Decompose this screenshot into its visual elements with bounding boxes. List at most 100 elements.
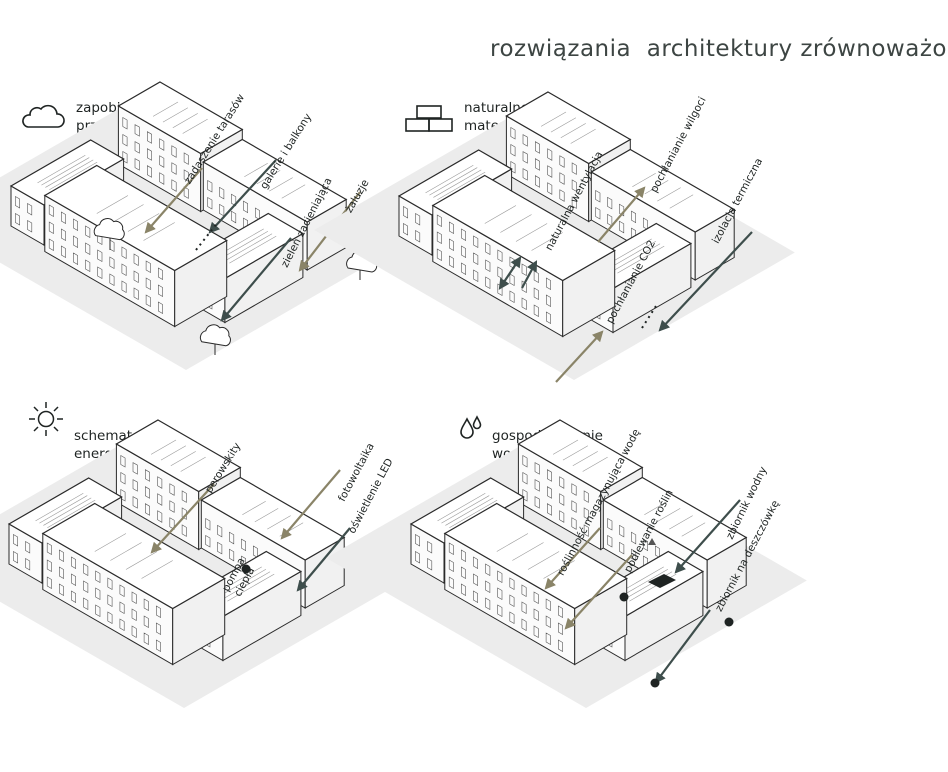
window bbox=[171, 162, 177, 175]
window bbox=[522, 454, 528, 468]
roof-panel-line bbox=[582, 456, 608, 472]
equipment-dot bbox=[724, 617, 734, 627]
window bbox=[132, 462, 138, 475]
roof-panel-line bbox=[254, 508, 279, 523]
window bbox=[448, 221, 454, 235]
window bbox=[15, 195, 21, 209]
window bbox=[533, 625, 539, 639]
roof-panel-line bbox=[112, 204, 144, 223]
window bbox=[509, 594, 515, 608]
window bbox=[510, 143, 516, 157]
sun-icon bbox=[29, 402, 63, 436]
roof-panel-line bbox=[37, 155, 86, 184]
roof-panel-line bbox=[41, 157, 90, 186]
window bbox=[485, 242, 491, 256]
window bbox=[145, 294, 151, 308]
window bbox=[473, 235, 479, 249]
window bbox=[205, 534, 211, 548]
tree-icon bbox=[93, 218, 125, 250]
window bbox=[120, 454, 126, 468]
window bbox=[60, 211, 66, 225]
window bbox=[83, 580, 89, 594]
bricks-icon bbox=[405, 105, 453, 132]
window bbox=[207, 196, 213, 210]
window bbox=[415, 533, 421, 547]
window bbox=[415, 229, 421, 243]
building-block bbox=[41, 502, 226, 666]
window bbox=[509, 611, 515, 625]
roof-panel-line bbox=[180, 456, 206, 472]
roof-panel-line bbox=[613, 243, 661, 271]
roof-panel-line bbox=[608, 241, 657, 269]
co2-dotted-line bbox=[641, 305, 657, 329]
window bbox=[509, 577, 515, 591]
window bbox=[58, 583, 64, 597]
window bbox=[159, 138, 165, 151]
window bbox=[95, 587, 101, 601]
window bbox=[533, 591, 539, 605]
window bbox=[607, 196, 613, 210]
window bbox=[83, 597, 89, 611]
window bbox=[460, 566, 466, 580]
building-block bbox=[431, 174, 616, 338]
window bbox=[559, 155, 565, 168]
window bbox=[595, 189, 601, 203]
window bbox=[120, 488, 126, 502]
window bbox=[83, 563, 89, 577]
window bbox=[48, 204, 54, 218]
window bbox=[121, 280, 127, 294]
roof-panel-line bbox=[218, 569, 267, 597]
roof-panel-line bbox=[244, 162, 268, 177]
building-roof bbox=[590, 148, 736, 233]
window bbox=[133, 287, 139, 301]
window bbox=[415, 550, 421, 564]
window bbox=[121, 263, 127, 277]
window bbox=[473, 252, 479, 266]
window bbox=[85, 225, 91, 239]
annotation-arrow-dark bbox=[654, 609, 711, 684]
window bbox=[583, 507, 589, 520]
window bbox=[583, 490, 589, 503]
roof-panel-line bbox=[47, 499, 96, 528]
building-roof bbox=[117, 81, 244, 155]
roof-panel-line bbox=[94, 533, 127, 552]
roof-panel-line bbox=[437, 493, 486, 522]
roof-panel-line bbox=[429, 167, 478, 196]
roof-panel-line bbox=[225, 233, 273, 261]
window bbox=[158, 301, 163, 315]
window bbox=[73, 235, 78, 249]
window bbox=[171, 145, 177, 158]
annotation-arrow-dark bbox=[296, 527, 351, 592]
window bbox=[13, 550, 19, 564]
window bbox=[497, 587, 503, 601]
window bbox=[595, 206, 601, 220]
window bbox=[156, 639, 161, 653]
window bbox=[607, 517, 613, 531]
roof-panel-line bbox=[170, 451, 196, 467]
window bbox=[510, 160, 516, 174]
roof-panel-line bbox=[267, 515, 291, 530]
window bbox=[485, 276, 491, 290]
annotation-arrow-dark bbox=[208, 159, 277, 234]
roof-panel-line bbox=[269, 177, 293, 192]
window bbox=[534, 479, 540, 492]
roof-panel-line bbox=[512, 542, 544, 561]
window bbox=[97, 249, 103, 263]
window bbox=[545, 598, 551, 612]
window bbox=[522, 168, 528, 181]
window bbox=[485, 259, 491, 273]
roof-panel-line bbox=[141, 560, 173, 579]
window bbox=[169, 500, 175, 513]
roof-panel-line bbox=[632, 172, 656, 187]
window bbox=[461, 262, 467, 276]
window bbox=[522, 471, 528, 485]
roof-panel-line bbox=[669, 194, 694, 209]
window bbox=[95, 604, 101, 618]
window bbox=[571, 162, 577, 175]
window bbox=[583, 524, 589, 537]
window bbox=[473, 269, 479, 283]
window bbox=[143, 615, 149, 629]
window bbox=[107, 577, 113, 591]
annotation-arrow-olive bbox=[555, 330, 604, 383]
annotation-arrow-dark bbox=[498, 256, 522, 290]
